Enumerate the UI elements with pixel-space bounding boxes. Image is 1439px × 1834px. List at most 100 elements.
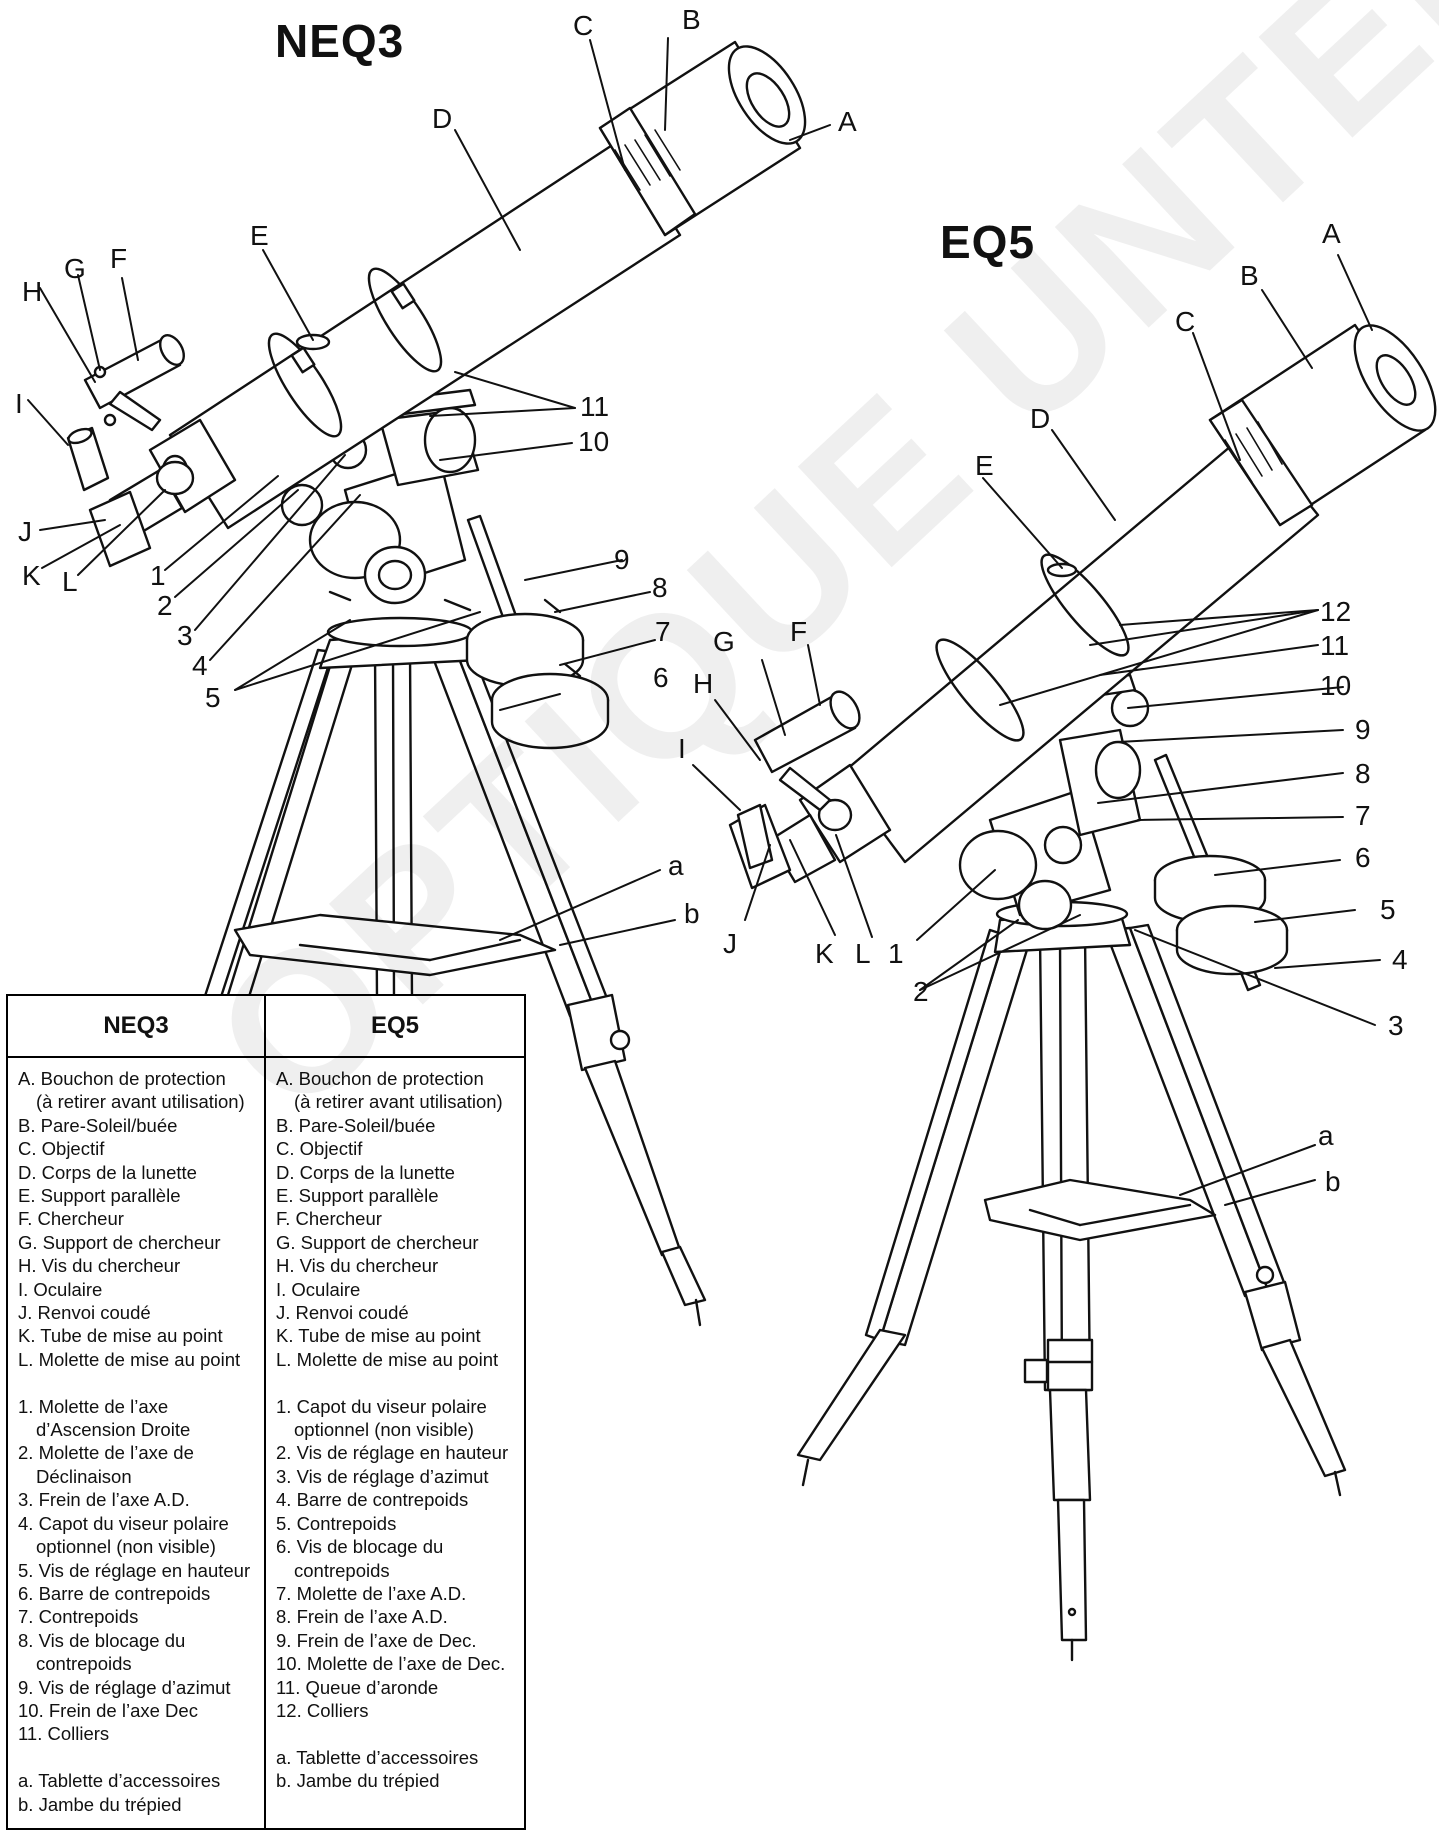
neq3-legend-item: C. Objectif (18, 1138, 105, 1160)
neq3-legend-item: 7. Contrepoids (18, 1606, 139, 1628)
eq5-legend-item: 10. Molette de l’axe de Dec. (276, 1653, 506, 1675)
eq5-legend-item: 9. Frein de l’axe de Dec. (276, 1629, 477, 1651)
neq3-label-A: A (838, 106, 857, 137)
eq5-legend-item: 7. Molette de l’axe A.D. (276, 1582, 467, 1604)
eq5-label-2: 2 (913, 976, 929, 1007)
neq3-legend-item: E. Support parallèle (18, 1185, 181, 1207)
neq3-tripod (203, 616, 707, 1327)
eq5-legend-item: 8. Frein de l’axe A.D. (276, 1606, 448, 1628)
neq3-label-G: G (64, 253, 86, 284)
neq3-label-J: J (18, 516, 32, 547)
eq5-label-J: J (723, 928, 737, 959)
legend-header-neq3: NEQ3 (8, 996, 264, 1058)
eq5-legend-item: J. Renvoi coudé (276, 1302, 409, 1324)
neq3-label-4: 4 (192, 650, 208, 681)
eq5-legend-item: E. Support parallèle (276, 1185, 439, 1207)
eq5-legend-item: F. Chercheur (276, 1208, 382, 1230)
neq3-label-D: D (432, 103, 453, 134)
eq5-legend-item: L. Molette de mise au point (276, 1348, 499, 1370)
neq3-legend-item: 5. Vis de réglage en hauteur (18, 1559, 251, 1581)
neq3-label-a: a (668, 850, 684, 881)
eq5-legend-item: K. Tube de mise au point (276, 1325, 481, 1347)
neq3-label-10: 10 (578, 426, 610, 457)
eq5-label-a: a (1318, 1120, 1334, 1151)
neq3-legend-item: optionnel (non visible) (36, 1536, 216, 1558)
neq3-legend-item: 1. Molette de l’axe (18, 1395, 169, 1417)
eq5-legend-item: (à retirer avant utilisation) (294, 1091, 503, 1113)
eq5-legend-item: C. Objectif (276, 1138, 363, 1160)
neq3-legend-item: b. Jambe du trépied (18, 1793, 182, 1815)
legend-header-eq5: EQ5 (266, 996, 524, 1058)
neq3-legend-item: F. Chercheur (18, 1208, 124, 1230)
neq3-legend-item: 2. Molette de l’axe de (18, 1442, 194, 1464)
neq3-legend-item: d’Ascension Droite (36, 1419, 191, 1441)
neq3-legend-item: a. Tablette d’accessoires (18, 1770, 221, 1792)
neq3-legend-item: J. Renvoi coudé (18, 1302, 151, 1324)
neq3-legend-item: (à retirer avant utilisation) (36, 1091, 245, 1113)
legend-column-neq3: NEQ3 A. Bouchon de protection(à retirer … (8, 996, 266, 1828)
neq3-label-L: L (62, 566, 78, 597)
eq5-title: EQ5 (940, 216, 1036, 268)
eq5-label-F: F (790, 616, 808, 647)
eq5-legend-item: 2. Vis de réglage en hauteur (276, 1442, 509, 1464)
eq5-label-A: A (1322, 218, 1341, 249)
eq5-legend-item: contrepoids (294, 1559, 390, 1581)
eq5-label-4: 4 (1392, 944, 1408, 975)
neq3-legend-item (18, 1371, 258, 1394)
eq5-label-7: 7 (1355, 800, 1371, 831)
neq3-title: NEQ3 (275, 15, 405, 67)
eq5-label-11: 11 (1320, 630, 1350, 661)
neq3-legend-item: I. Oculaire (18, 1278, 103, 1300)
eq5-legend-item: H. Vis du chercheur (276, 1255, 439, 1277)
eq5-label-3: 3 (1388, 1010, 1404, 1041)
neq3-label-F: F (110, 243, 128, 274)
eq5-legend-item: 6. Vis de blocage du (276, 1536, 444, 1558)
eq5-legend-item: 1. Capot du viseur polaire (276, 1395, 487, 1417)
eq5-legend-item (276, 1722, 518, 1745)
neq3-legend-item: B. Pare-Soleil/buée (18, 1114, 178, 1136)
neq3-legend-item: L. Molette de mise au point (18, 1348, 241, 1370)
neq3-label-B: B (682, 4, 701, 35)
neq3-label-C: C (573, 10, 594, 41)
neq3-label-H: H (22, 276, 43, 307)
neq3-legend-item: A. Bouchon de protection (18, 1068, 226, 1089)
eq5-label-6: 6 (1355, 842, 1371, 873)
eq5-label-5: 5 (1380, 894, 1396, 925)
neq3-legend-item (18, 1746, 258, 1769)
neq3-legend-item: 9. Vis de réglage d’azimut (18, 1676, 231, 1698)
eq5-legend-item: 5. Contrepoids (276, 1512, 397, 1534)
neq3-label-1: 1 (150, 560, 166, 591)
neq3-legend-item: G. Support de chercheur (18, 1231, 221, 1253)
eq5-label-B: B (1240, 260, 1259, 291)
neq3-leader-lines (27, 37, 831, 946)
eq5-label-K: K (815, 938, 834, 969)
eq5-legend-item: b. Jambe du trépied (276, 1770, 440, 1792)
eq5-label-9: 9 (1355, 714, 1371, 745)
neq3-label-3: 3 (177, 620, 193, 651)
eq5-label-L: L (855, 938, 871, 969)
eq5-legend-item: a. Tablette d’accessoires (276, 1746, 479, 1768)
neq3-legend-item: 8. Vis de blocage du (18, 1629, 186, 1651)
neq3-label-K: K (22, 560, 41, 591)
eq5-legend-item: 4. Barre de contrepoids (276, 1489, 469, 1511)
eq5-legend-item: I. Oculaire (276, 1278, 361, 1300)
eq5-label-8: 8 (1355, 758, 1371, 789)
eq5-label-b: b (1325, 1166, 1341, 1197)
eq5-label-1: 1 (888, 938, 904, 969)
neq3-legend-item: Déclinaison (36, 1465, 132, 1487)
neq3-legend-item: 4. Capot du viseur polaire (18, 1512, 229, 1534)
eq5-label-12: 12 (1320, 596, 1352, 627)
eq5-label-10: 10 (1320, 670, 1352, 701)
eq5-optical-tube (728, 323, 1437, 890)
eq5-label-H: H (693, 668, 714, 699)
eq5-label-C: C (1175, 306, 1196, 337)
neq3-legend-item: 6. Barre de contrepoids (18, 1582, 211, 1604)
neq3-label-I: I (15, 388, 23, 419)
neq3-legend-item: D. Corps de la lunette (18, 1161, 197, 1183)
eq5-legend-item: 11. Queue d’aronde (276, 1676, 439, 1698)
eq5-legend-item (276, 1371, 518, 1394)
neq3-label-11: 11 (580, 391, 610, 422)
neq3-legend-item: H. Vis du chercheur (18, 1255, 181, 1277)
